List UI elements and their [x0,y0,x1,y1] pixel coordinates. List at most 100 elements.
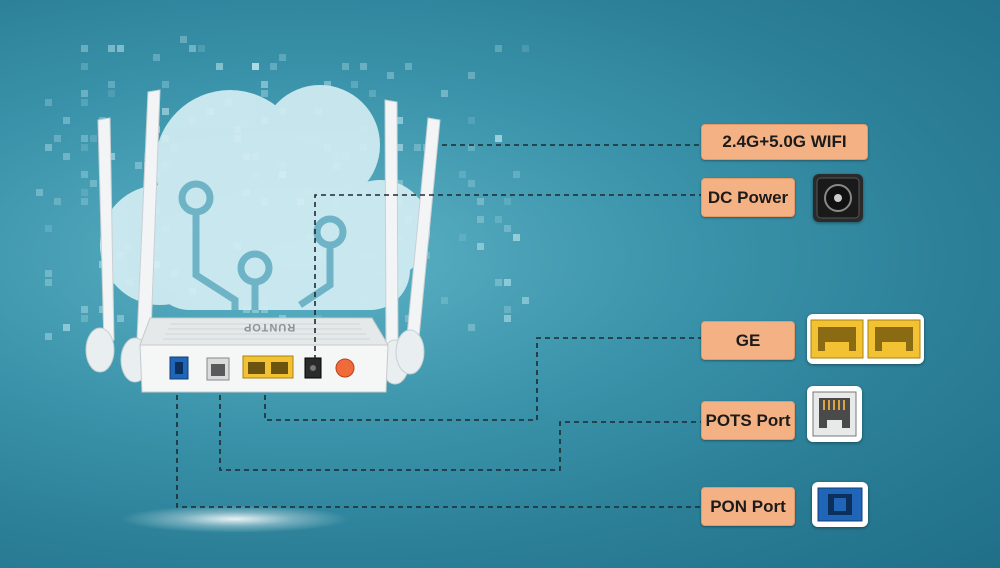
pixel-dot [513,234,520,241]
pixel-dot [441,297,448,304]
pixel-dot [270,63,277,70]
pixel-dot [396,180,403,187]
pixel-dot [495,279,502,286]
pixel-dot [81,45,88,52]
label-ge: GE [701,321,795,360]
pixel-dot [252,63,259,70]
pixel-dot [36,189,43,196]
label-dc-power: DC Power [701,178,795,217]
pixel-dot [396,144,403,151]
pixel-dot [396,117,403,124]
pixel-dot [81,306,88,313]
pixel-dot [45,279,52,286]
dc-power-jack-icon [813,174,863,222]
pixel-dot [45,225,52,232]
pixel-dot [108,153,115,160]
pixel-dot [63,324,70,331]
pixel-dot [279,54,286,61]
pots-port-icon [807,386,862,442]
pixel-dot [198,45,205,52]
pixel-dot [117,315,124,322]
connector-pots [219,395,702,471]
pixel-dot [477,198,484,205]
pixel-dot [153,54,160,61]
pixel-dot [45,144,52,151]
pixel-dot [522,297,529,304]
pixel-dot [468,324,475,331]
pixel-dot [63,117,70,124]
pixel-dot [162,81,169,88]
pixel-dot [261,90,268,97]
ge-ports-icon [807,314,924,364]
pixel-dot [216,63,223,70]
pixel-dot [135,162,142,169]
label-wifi: 2.4G+5.0G WIFI [701,124,868,160]
pixel-dot [162,108,169,115]
pixel-dot [495,135,502,142]
pixel-dot [468,117,475,124]
pixel-dot [459,171,466,178]
pixel-dot [504,225,511,232]
pixel-dot [54,198,61,205]
pon-port-icon [812,482,868,527]
pixel-dot [504,306,511,313]
pixel-dot [495,216,502,223]
pixel-dot [81,63,88,70]
pixel-dot [414,144,421,151]
floor-glow [120,505,350,533]
pixel-dot [108,90,115,97]
pixel-dot [477,243,484,250]
label-pon-port: PON Port [701,487,795,526]
pixel-dot [108,81,115,88]
pixel-dot [468,72,475,79]
pixel-dot [45,333,52,340]
pixel-dot [513,234,520,241]
pixel-dot [54,135,61,142]
pixel-dot [117,45,124,52]
pixel-dot [81,144,88,151]
pixel-dot [360,63,367,70]
pixel-dot [63,153,70,160]
connector-dc [314,194,702,360]
connector-pon [176,395,702,508]
pixel-dot [90,180,97,187]
pixel-dot [180,36,187,43]
pixel-dot [81,189,88,196]
pixel-dot [468,180,475,187]
pixel-dot [81,99,88,106]
pixel-dot [351,81,358,88]
pixel-dot [261,81,268,88]
pixel-dot [81,135,88,142]
pixel-dot [441,90,448,97]
pixel-dot [81,171,88,178]
pixel-dot [45,270,52,277]
pixel-dot [81,315,88,322]
pixel-dot [459,234,466,241]
pixel-dot [495,45,502,52]
pixel-dot [468,144,475,151]
pixel-dot [189,45,196,52]
pixel-dot [108,45,115,52]
pixel-dot [504,279,511,286]
pixel-dot [441,90,448,97]
pixel-dot [324,81,331,88]
pixel-dot [504,198,511,205]
pixel-dot [387,72,394,79]
pixel-dot [81,90,88,97]
pixel-dot [369,90,376,97]
pixel-dot [99,306,106,313]
pixel-dot [81,198,88,205]
pixel-dot [504,315,511,322]
pixel-dot [513,171,520,178]
pixel-dot [45,99,52,106]
pixel-dot [342,63,349,70]
connector-ge [264,337,702,421]
pixel-dot [522,45,529,52]
pixel-dot [405,63,412,70]
pixel-dot [477,216,484,223]
label-pots-port: POTS Port [701,401,795,440]
